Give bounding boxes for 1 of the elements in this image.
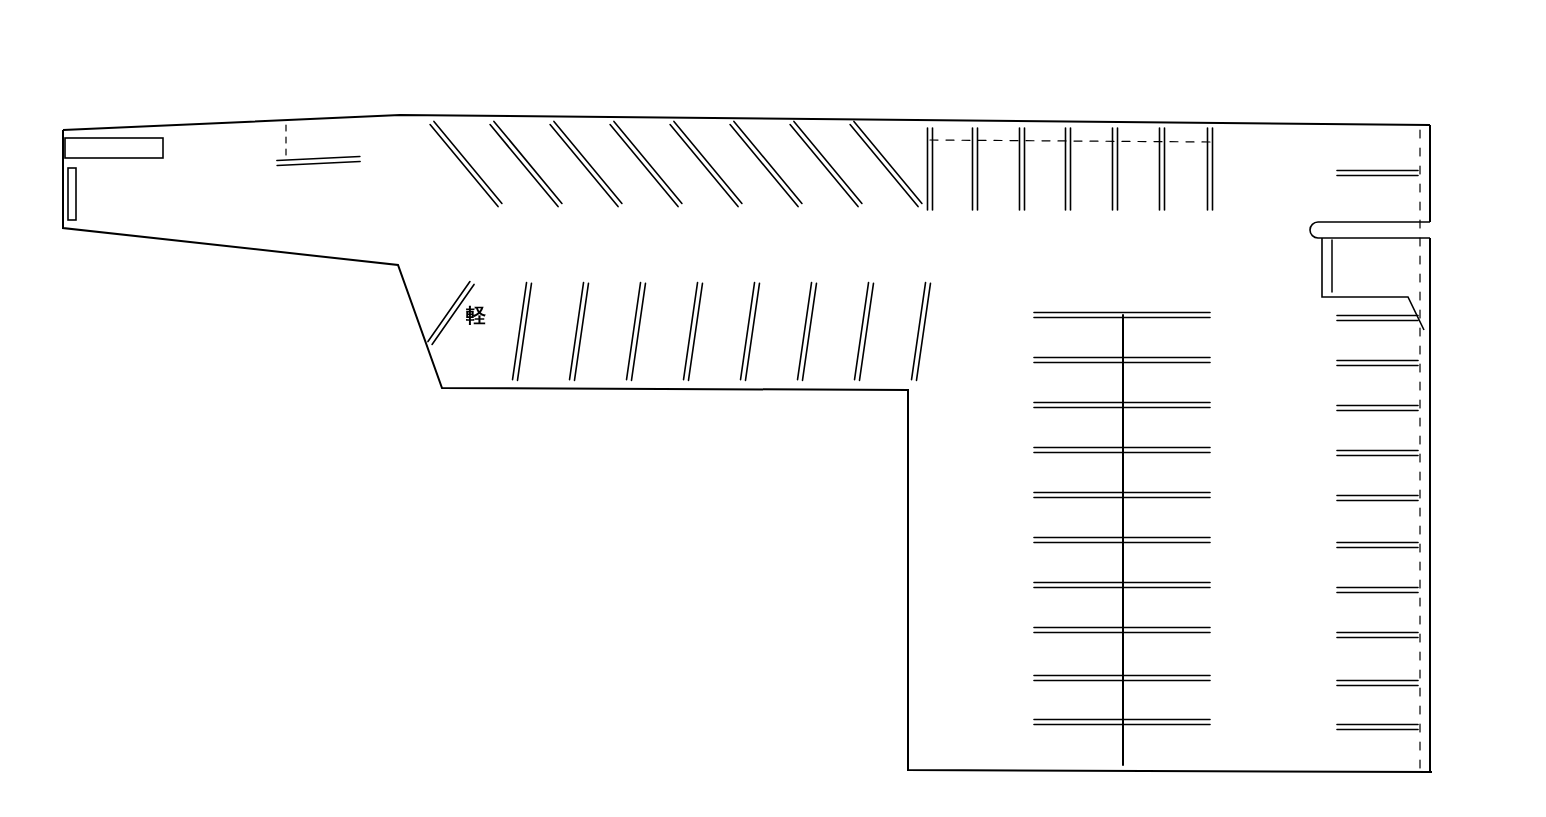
kei-car-label: 軽 — [466, 304, 486, 326]
